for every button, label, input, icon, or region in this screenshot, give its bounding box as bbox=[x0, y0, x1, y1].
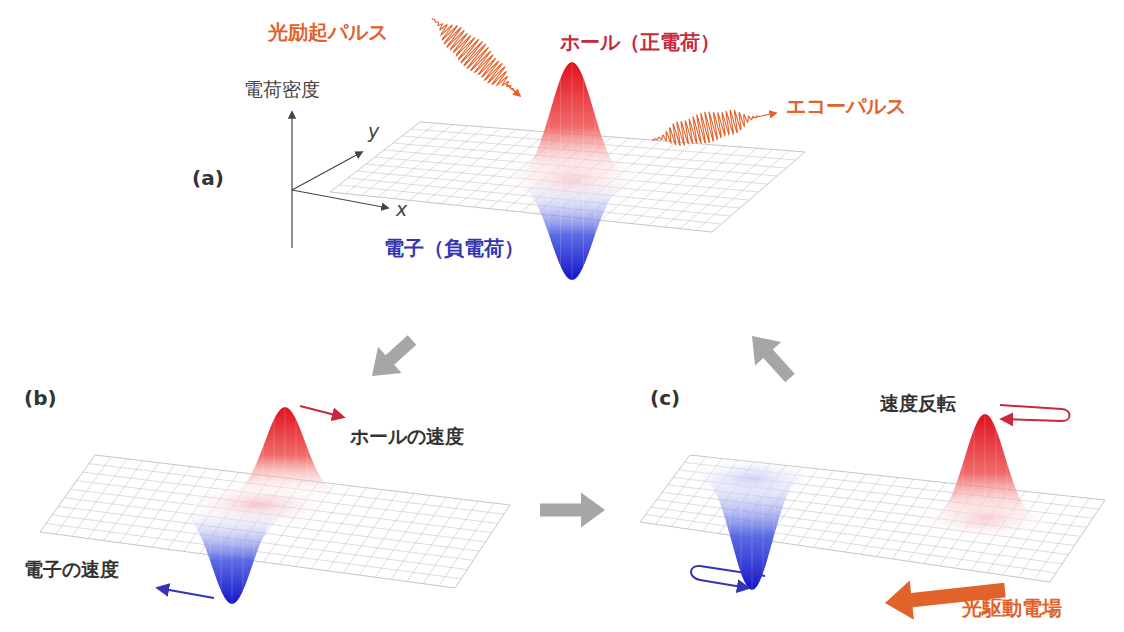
cycle-arrow bbox=[540, 492, 605, 527]
pulse-label: 光励起パルス bbox=[268, 20, 388, 44]
hole-peak bbox=[488, 62, 656, 180]
electron-velocity-arrow bbox=[158, 588, 214, 598]
panel-label: (a) bbox=[192, 166, 224, 190]
excitation-pulse bbox=[432, 18, 516, 92]
electron-peak bbox=[672, 470, 832, 590]
hole-label: ホール（正電荷） bbox=[560, 30, 720, 54]
hole-velocity-arrow bbox=[300, 406, 343, 417]
hole-peak bbox=[905, 414, 1065, 522]
echo-pulse bbox=[652, 110, 760, 146]
hole-peak bbox=[205, 407, 365, 495]
axis-label: 電荷密度 bbox=[244, 78, 320, 101]
electron-peak bbox=[488, 180, 656, 280]
velocity-label: 電子の速度 bbox=[24, 558, 119, 581]
velocity-reversal-arrow bbox=[1000, 405, 1070, 421]
electron-label: 電子（負電荷） bbox=[384, 236, 524, 260]
panel-label: (c) bbox=[650, 386, 680, 410]
velocity-reversal-arrow bbox=[691, 566, 765, 588]
cycle-arrow bbox=[372, 335, 416, 376]
velocity-label: ホールの速度 bbox=[350, 425, 464, 448]
excitation-arrow bbox=[506, 84, 520, 96]
axis-charge bbox=[291, 112, 292, 248]
panel-label: (b) bbox=[24, 386, 57, 410]
cycle-arrow bbox=[752, 336, 795, 382]
axis-label: y bbox=[368, 120, 379, 143]
pulse-label: エコーパルス bbox=[786, 94, 906, 118]
echo-arrow bbox=[752, 113, 776, 118]
velocity-label: 速度反転 bbox=[880, 392, 956, 415]
field-label: 光駆動電場 bbox=[962, 596, 1062, 620]
axis-label: x bbox=[396, 198, 407, 221]
electron-peak bbox=[152, 508, 312, 604]
